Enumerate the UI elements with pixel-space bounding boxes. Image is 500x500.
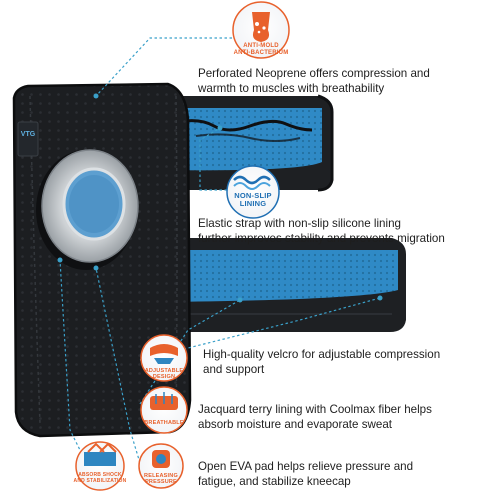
leader-line-absorb bbox=[59, 259, 85, 459]
leader-lines bbox=[59, 37, 381, 464]
badge-releasing-pressure: RELEASING PRESSURE bbox=[138, 443, 184, 489]
upper-strap bbox=[150, 94, 334, 192]
leader-line-anti-mold bbox=[95, 37, 232, 97]
shock-absorb-icon bbox=[84, 442, 117, 466]
badge-label-line1: ABSORB SHOCK bbox=[78, 472, 122, 478]
feature-adjustable: High-quality velcro for adjustable compr… bbox=[203, 347, 440, 377]
badge-label-line2: LINING bbox=[240, 199, 267, 208]
leader-dot bbox=[237, 297, 243, 303]
feature-breathable: Jacquard terry lining with Coolmax fiber… bbox=[198, 402, 432, 432]
leader-dot bbox=[93, 265, 99, 271]
releasing-pressure-icon bbox=[152, 450, 170, 468]
feature-anti-mold: Perforated Neoprene offers compression a… bbox=[198, 66, 430, 96]
badge-label-line2: DESIGN bbox=[153, 374, 175, 380]
badge-label-line1: ANTI-MOLD bbox=[243, 43, 279, 49]
feature-line: Perforated Neoprene offers compression a… bbox=[198, 67, 430, 80]
badge-label-line1: NON-SLIP bbox=[234, 191, 271, 200]
flask-mold-icon bbox=[252, 12, 270, 42]
lower-strap bbox=[150, 238, 406, 332]
feature-line: further improves stability and prevents … bbox=[198, 232, 445, 245]
badge-adjustable: ADJUSTABLE DESIGN bbox=[140, 334, 188, 382]
adjustable-strap-icon bbox=[150, 344, 178, 364]
feature-line: Open EVA pad helps relieve pressure and bbox=[198, 460, 414, 473]
badge-label-line2: PRESSURE bbox=[145, 479, 177, 485]
knee-brace: VTG bbox=[12, 82, 406, 438]
leader-dot bbox=[377, 295, 383, 301]
feature-line: absorb moisture and evaporate sweat bbox=[198, 418, 392, 431]
badge-absorb-shock: ABSORB SHOCK AND STABILIZATION bbox=[74, 441, 127, 491]
leader-dot bbox=[57, 257, 63, 263]
leader-line-adjustable bbox=[139, 297, 381, 361]
leader-line-releasing bbox=[95, 267, 141, 464]
wave-lining-icon bbox=[233, 175, 271, 190]
leader-line-non-slip bbox=[199, 127, 232, 191]
leader-dot bbox=[93, 93, 99, 99]
brand-label: VTG bbox=[21, 131, 36, 138]
feature-line: fatigue, and stabilize kneecap bbox=[198, 475, 351, 488]
feature-non-slip: Elastic strap with non-slip silicone lin… bbox=[198, 216, 445, 246]
badge-label-line1: BREATHABLE bbox=[144, 420, 184, 426]
badge-anti-mold: ANTI-MOLD ANTI-BACTERIUM bbox=[232, 1, 290, 59]
badge-breathable: BREATHABLE bbox=[140, 386, 188, 434]
feature-releasing-pressure: Open EVA pad helps relieve pressure and … bbox=[198, 459, 413, 489]
badge-label-line1: ADJUSTABLE bbox=[145, 368, 184, 374]
breathable-fabric-icon bbox=[150, 392, 178, 410]
patella-pad bbox=[36, 149, 139, 270]
feature-line: Elastic strap with non-slip silicone lin… bbox=[198, 217, 401, 230]
feature-line: High-quality velcro for adjustable compr… bbox=[203, 348, 441, 361]
leader-dot bbox=[217, 125, 223, 131]
badge-label-line2: ANTI-BACTERIUM bbox=[234, 50, 289, 56]
feature-line: warmth to muscles with breathability bbox=[198, 82, 385, 95]
feature-line: and support bbox=[203, 363, 265, 376]
badge-non-slip: NON-SLIP LINING bbox=[226, 165, 280, 219]
badge-label-line2: AND STABILIZATION bbox=[74, 478, 127, 484]
brand-tag: VTG bbox=[17, 121, 39, 157]
badge-label-line1: RELEASING bbox=[144, 473, 178, 479]
feature-line: Jacquard terry lining with Coolmax fiber… bbox=[198, 403, 432, 416]
